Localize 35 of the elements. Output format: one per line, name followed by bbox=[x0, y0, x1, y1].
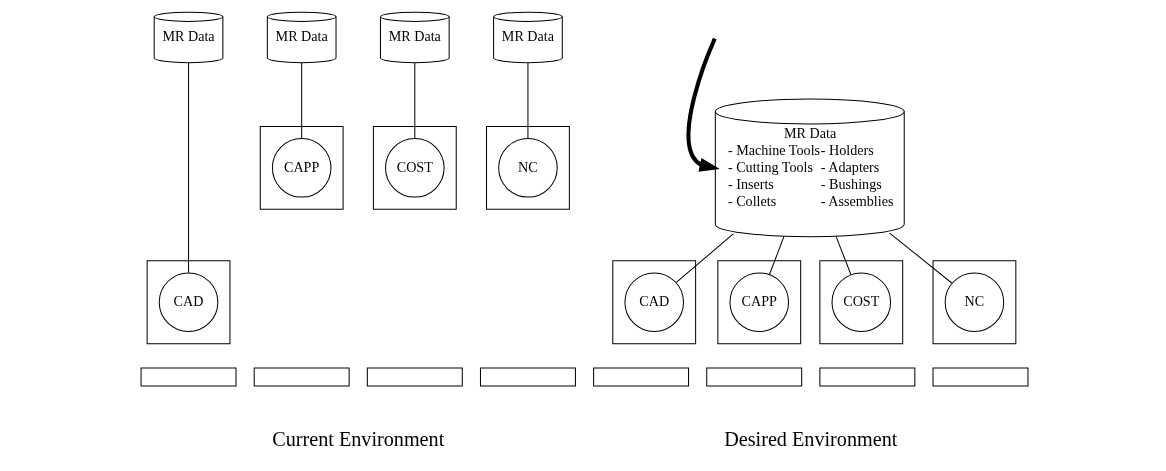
cluster bbox=[372, 125, 457, 210]
node-bar bbox=[253, 367, 350, 387]
node-circle: COST bbox=[384, 138, 445, 198]
node-circle: COST bbox=[831, 272, 891, 333]
node-bar bbox=[479, 367, 576, 387]
cluster bbox=[146, 260, 230, 345]
connector bbox=[835, 236, 851, 276]
connector bbox=[300, 62, 302, 139]
label: Current Environment bbox=[271, 427, 444, 450]
connector bbox=[768, 236, 784, 276]
cluster bbox=[611, 260, 696, 345]
connector bbox=[888, 232, 952, 284]
connector bbox=[413, 62, 415, 139]
connector bbox=[675, 233, 734, 283]
node-bar bbox=[818, 367, 915, 387]
node-bar bbox=[932, 367, 1028, 387]
cluster bbox=[818, 260, 903, 345]
node-bar bbox=[140, 367, 236, 387]
node-circle: CAPP bbox=[728, 272, 789, 333]
cluster bbox=[485, 125, 570, 210]
node-circle: NC bbox=[944, 272, 1004, 333]
cluster bbox=[932, 260, 1016, 345]
arrow bbox=[686, 37, 720, 172]
node-bar bbox=[592, 367, 689, 387]
cluster bbox=[259, 125, 344, 210]
node-bar bbox=[366, 367, 463, 387]
node-circle: CAD bbox=[158, 272, 218, 333]
node-circle: CAD bbox=[623, 272, 684, 333]
node-circle: CAPP bbox=[271, 138, 331, 198]
connector bbox=[187, 62, 189, 274]
cluster bbox=[716, 260, 801, 345]
node-circle: NC bbox=[497, 138, 558, 198]
connector bbox=[526, 62, 528, 139]
node-bar bbox=[705, 367, 802, 387]
label: Desired Environment bbox=[723, 427, 897, 450]
